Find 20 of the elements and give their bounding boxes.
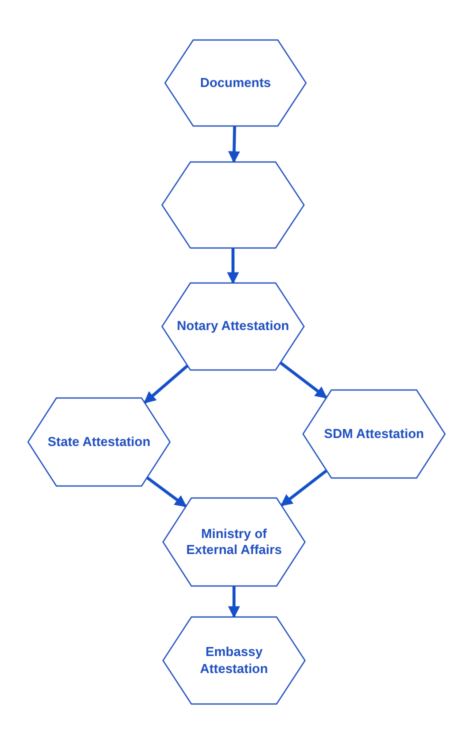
arrow <box>228 586 240 618</box>
node-label: Notary Attestation <box>176 318 290 335</box>
hexagon-node <box>162 162 304 248</box>
arrow <box>228 126 240 164</box>
arrow <box>227 248 239 284</box>
node-label: Embassy Attestation <box>199 644 269 677</box>
node-label: Documents <box>200 74 271 92</box>
node-label: State Attestation <box>48 434 150 450</box>
hexagon-node <box>163 617 305 704</box>
hexagon-node <box>165 40 306 126</box>
hexagon-node <box>162 283 304 370</box>
hexagon-node <box>303 390 445 478</box>
arrow <box>280 361 328 399</box>
node-label: SDM Attestation <box>324 426 424 442</box>
arrow <box>280 469 328 507</box>
node-label: Ministry of External Affairs <box>185 526 283 558</box>
hexagon-node <box>28 398 170 486</box>
hexagon-node <box>163 498 305 586</box>
arrow <box>146 476 187 508</box>
arrow <box>144 364 189 404</box>
